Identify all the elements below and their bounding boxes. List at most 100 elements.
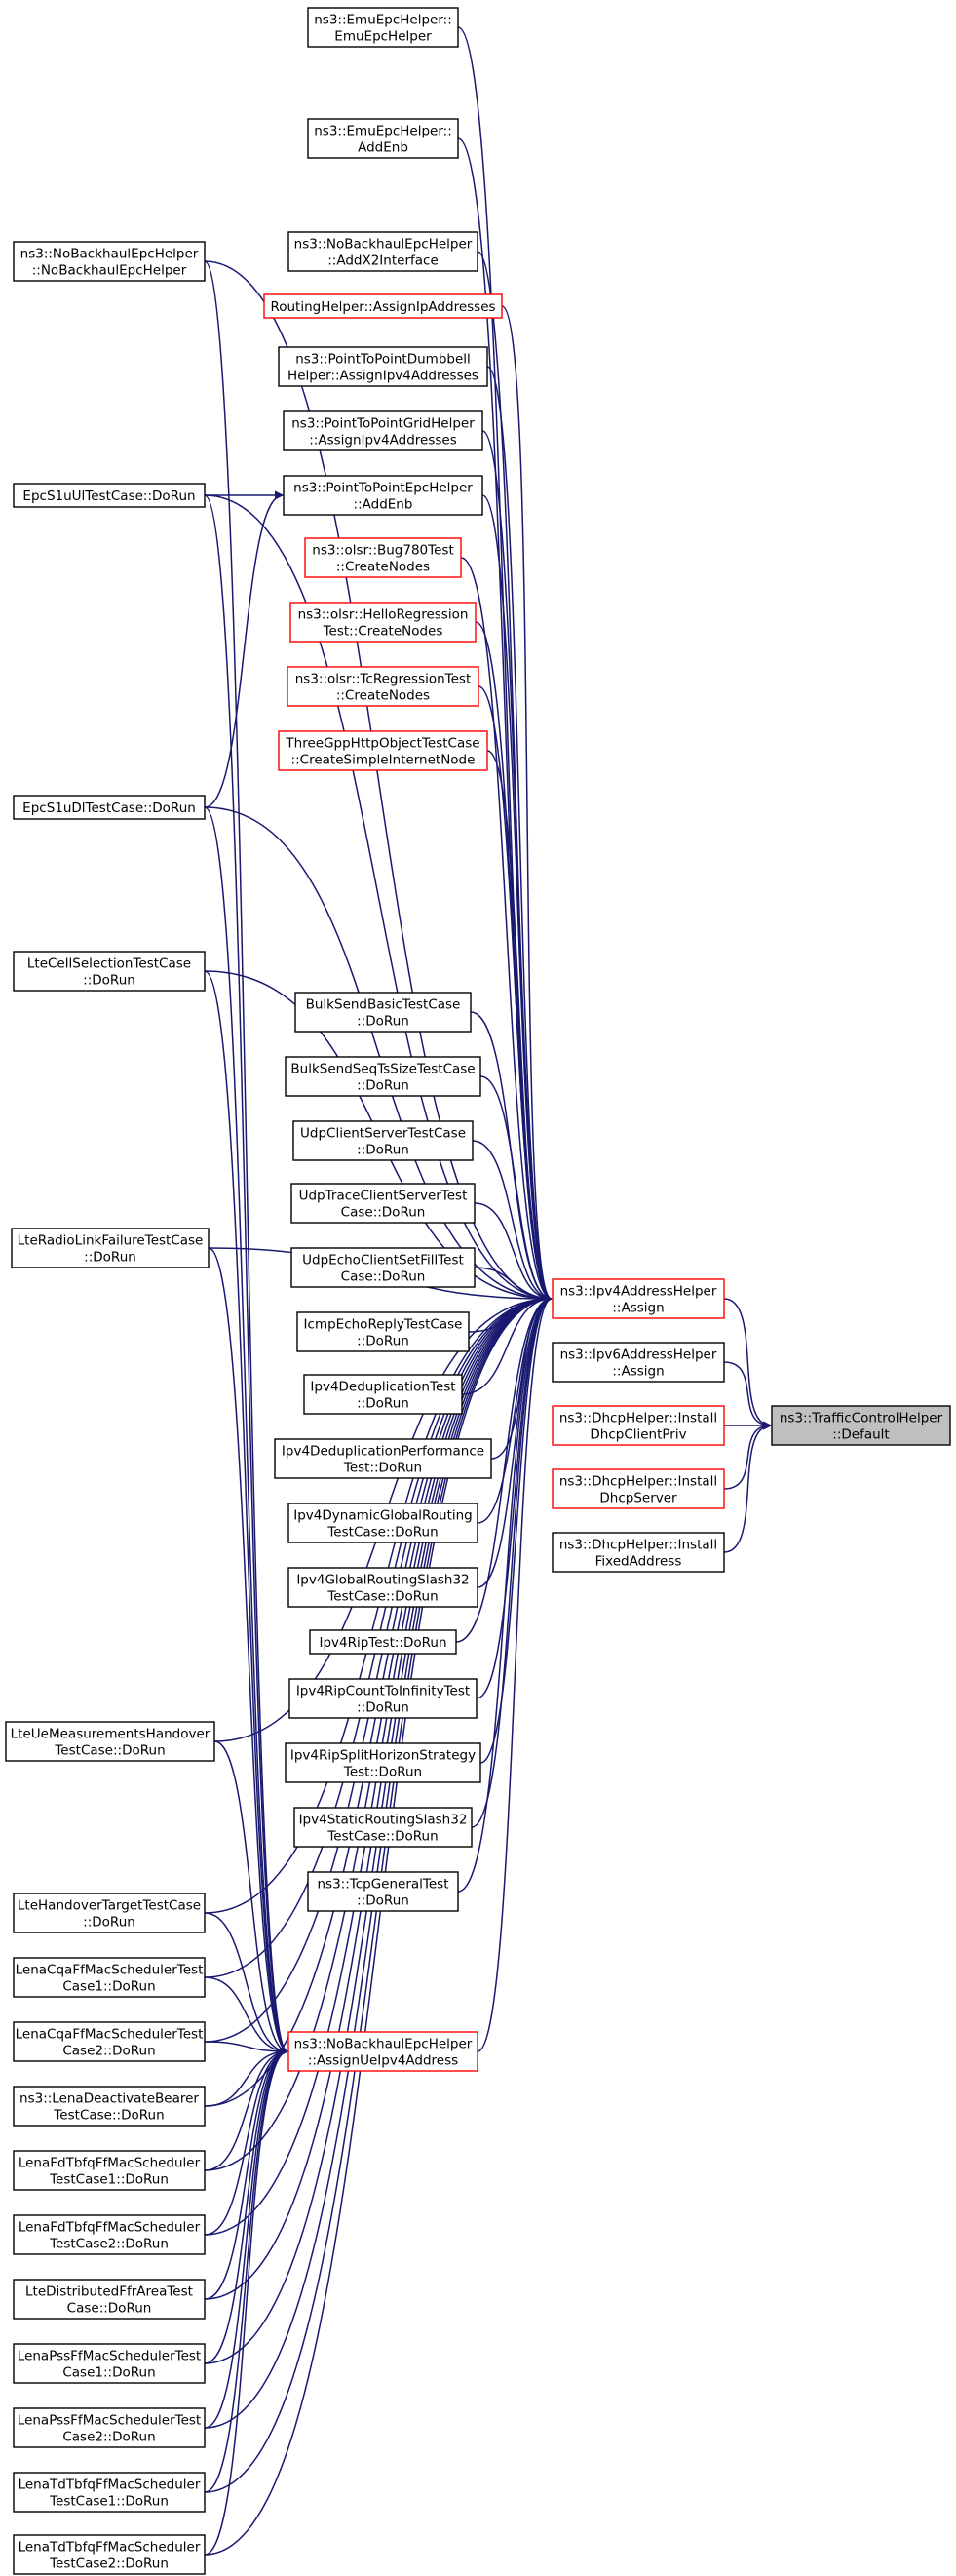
node-default[interactable]: ns3::TrafficControlHelper::Default (771, 1405, 951, 1446)
node-bug780[interactable]: ns3::olsr::Bug780Test::CreateNodes (304, 537, 462, 578)
edge-threegpp-to-ipv4assign (486, 750, 553, 1304)
node-label-line: ThreeGppHttpObjectTestCase (285, 736, 479, 752)
node-lterlf[interactable]: LteRadioLinkFailureTestCase::DoRun (11, 1228, 210, 1268)
node-label-line: ::AssignUeIpv4Address (308, 2053, 458, 2069)
edge-p2pdumbbell-to-ipv4assign (486, 366, 553, 1304)
node-label-line: DhcpClientPriv (590, 1427, 686, 1443)
edge-ipv4glob32-to-ipv4assign (477, 1294, 553, 1588)
node-emuaddenb[interactable]: ns3::EmuEpcHelper::AddEnb (307, 118, 459, 159)
edge-lterlf-to-assignue (208, 1247, 288, 2056)
node-nobackhaulctor[interactable]: ns3::NoBackhaulEpcHelper::NoBackhaulEpcH… (13, 241, 206, 282)
node-box (287, 231, 478, 272)
node-tcpgeneral[interactable]: ns3::TcpGeneralTest::DoRun (307, 1871, 459, 1912)
node-assignue[interactable]: ns3::NoBackhaulEpcHelper::AssignUeIpv4Ad… (287, 2031, 478, 2072)
node-ipv4rip[interactable]: Ipv4RipTest::DoRun (309, 1629, 457, 1655)
node-epcul[interactable]: EpcS1uUlTestCase::DoRun (13, 483, 206, 508)
node-label-line: ::Default (832, 1427, 889, 1443)
node-bulkbasic[interactable]: BulkSendBasicTestCase::DoRun (294, 992, 472, 1033)
node-threegpp[interactable]: ThreeGppHttpObjectTestCase::CreateSimple… (278, 730, 488, 771)
node-udpcs[interactable]: UdpClientServerTestCase::DoRun (292, 1120, 474, 1161)
node-box (290, 1247, 476, 1288)
node-ltehotarget[interactable]: LteHandoverTargetTestCase::DoRun (13, 1893, 206, 1933)
edge-assignue-to-ipv4assign (477, 1294, 553, 2052)
node-label-line: Case::DoRun (341, 1269, 426, 1285)
node-bulkseq[interactable]: BulkSendSeqTsSizeTestCase::DoRun (285, 1056, 481, 1097)
node-label-line: ::AddX2Interface (327, 254, 439, 269)
node-label-line: ns3::olsr::TcRegressionTest (295, 672, 472, 687)
node-label-line: ns3::olsr::Bug780Test (312, 543, 453, 559)
node-ipv4assign[interactable]: ns3::Ipv4AddressHelper::Assign (552, 1278, 725, 1319)
node-p2pgrid[interactable]: ns3::PointToPointGridHelper::AssignIpv4A… (283, 410, 483, 451)
node-box (552, 1405, 725, 1446)
node-icmpecho[interactable]: IcmpEchoReplyTestCase::DoRun (296, 1311, 470, 1352)
edges-layer (204, 26, 772, 2556)
node-box (307, 1871, 459, 1912)
node-box (13, 483, 206, 508)
node-ltecellsel[interactable]: LteCellSelectionTestCase::DoRun (13, 951, 206, 992)
node-routingassign[interactable]: RoutingHelper::AssignIpAddresses (263, 293, 503, 319)
edge-ipv4assign-to-default (723, 1298, 772, 1430)
node-box (287, 2031, 478, 2072)
node-label-line: ns3::NoBackhaulEpcHelper (294, 237, 473, 253)
node-box (292, 1120, 474, 1161)
node-label-line: EmuEpcHelper (334, 29, 432, 45)
edge-routingassign-to-ipv4assign (501, 305, 553, 1304)
node-label-line: Test::DoRun (343, 1461, 422, 1476)
edge-ltehotarget-to-assignue (204, 1912, 288, 2056)
node-emuhelper[interactable]: ns3::EmuEpcHelper::EmuEpcHelper (307, 7, 459, 48)
node-label-line: Test::CreateNodes (323, 624, 443, 640)
node-label-line: ::Assign (612, 1301, 664, 1316)
node-nobackhauladdx2[interactable]: ns3::NoBackhaulEpcHelper::AddX2Interface (287, 231, 478, 272)
edge-bulkseq-to-ipv4assign (479, 1075, 553, 1304)
node-label-line: Helper::AssignIpv4Addresses (287, 369, 478, 384)
node-box (5, 1721, 215, 1762)
node-p2pepcaddenb[interactable]: ns3::PointToPointEpcHelper::AddEnb (283, 475, 483, 516)
node-epcdl[interactable]: EpcS1uDlTestCase::DoRun (13, 795, 206, 820)
node-label-line: TestCase2::DoRun (49, 2237, 169, 2252)
node-hello[interactable]: ns3::olsr::HelloRegressionTest::CreateNo… (289, 602, 477, 643)
node-label-line: TestCase::DoRun (326, 1525, 438, 1541)
node-label-line: UdpEchoClientSetFillTest (302, 1253, 464, 1268)
node-ipv6assign[interactable]: ns3::Ipv6AddressHelper::Assign (552, 1342, 725, 1383)
node-label-line: LteHandoverTargetTestCase (18, 1898, 201, 1914)
node-ipv4ripcount[interactable]: Ipv4RipCountToInfinityTest::DoRun (288, 1678, 478, 1719)
node-label-line: DhcpServer (599, 1491, 677, 1506)
node-box (13, 2086, 206, 2127)
node-box (278, 730, 488, 771)
node-box (13, 2214, 206, 2255)
node-tcregr[interactable]: ns3::olsr::TcRegressionTest::CreateNodes (287, 666, 479, 707)
node-label-line: Ipv4RipCountToInfinityTest (296, 1684, 470, 1699)
node-label-line: UdpClientServerTestCase (300, 1126, 466, 1142)
node-label-line: RoutingHelper::AssignIpAddresses (270, 299, 495, 315)
edge-nobackhaulctor-to-assignue (204, 260, 288, 2056)
node-label-line: ns3::PointToPointGridHelper (291, 416, 475, 432)
node-label-line: LenaTdTbfqFfMacScheduler (19, 2478, 201, 2493)
node-ipv4dedup[interactable]: Ipv4DeduplicationTest::DoRun (303, 1374, 463, 1415)
node-box (13, 2407, 206, 2448)
node-label-line: ::DoRun (84, 1250, 136, 1266)
node-label-line: ns3::EmuEpcHelper:: (314, 124, 452, 139)
node-p2pdumbbell[interactable]: ns3::PointToPointDumbbellHelper::AssignI… (278, 346, 488, 387)
